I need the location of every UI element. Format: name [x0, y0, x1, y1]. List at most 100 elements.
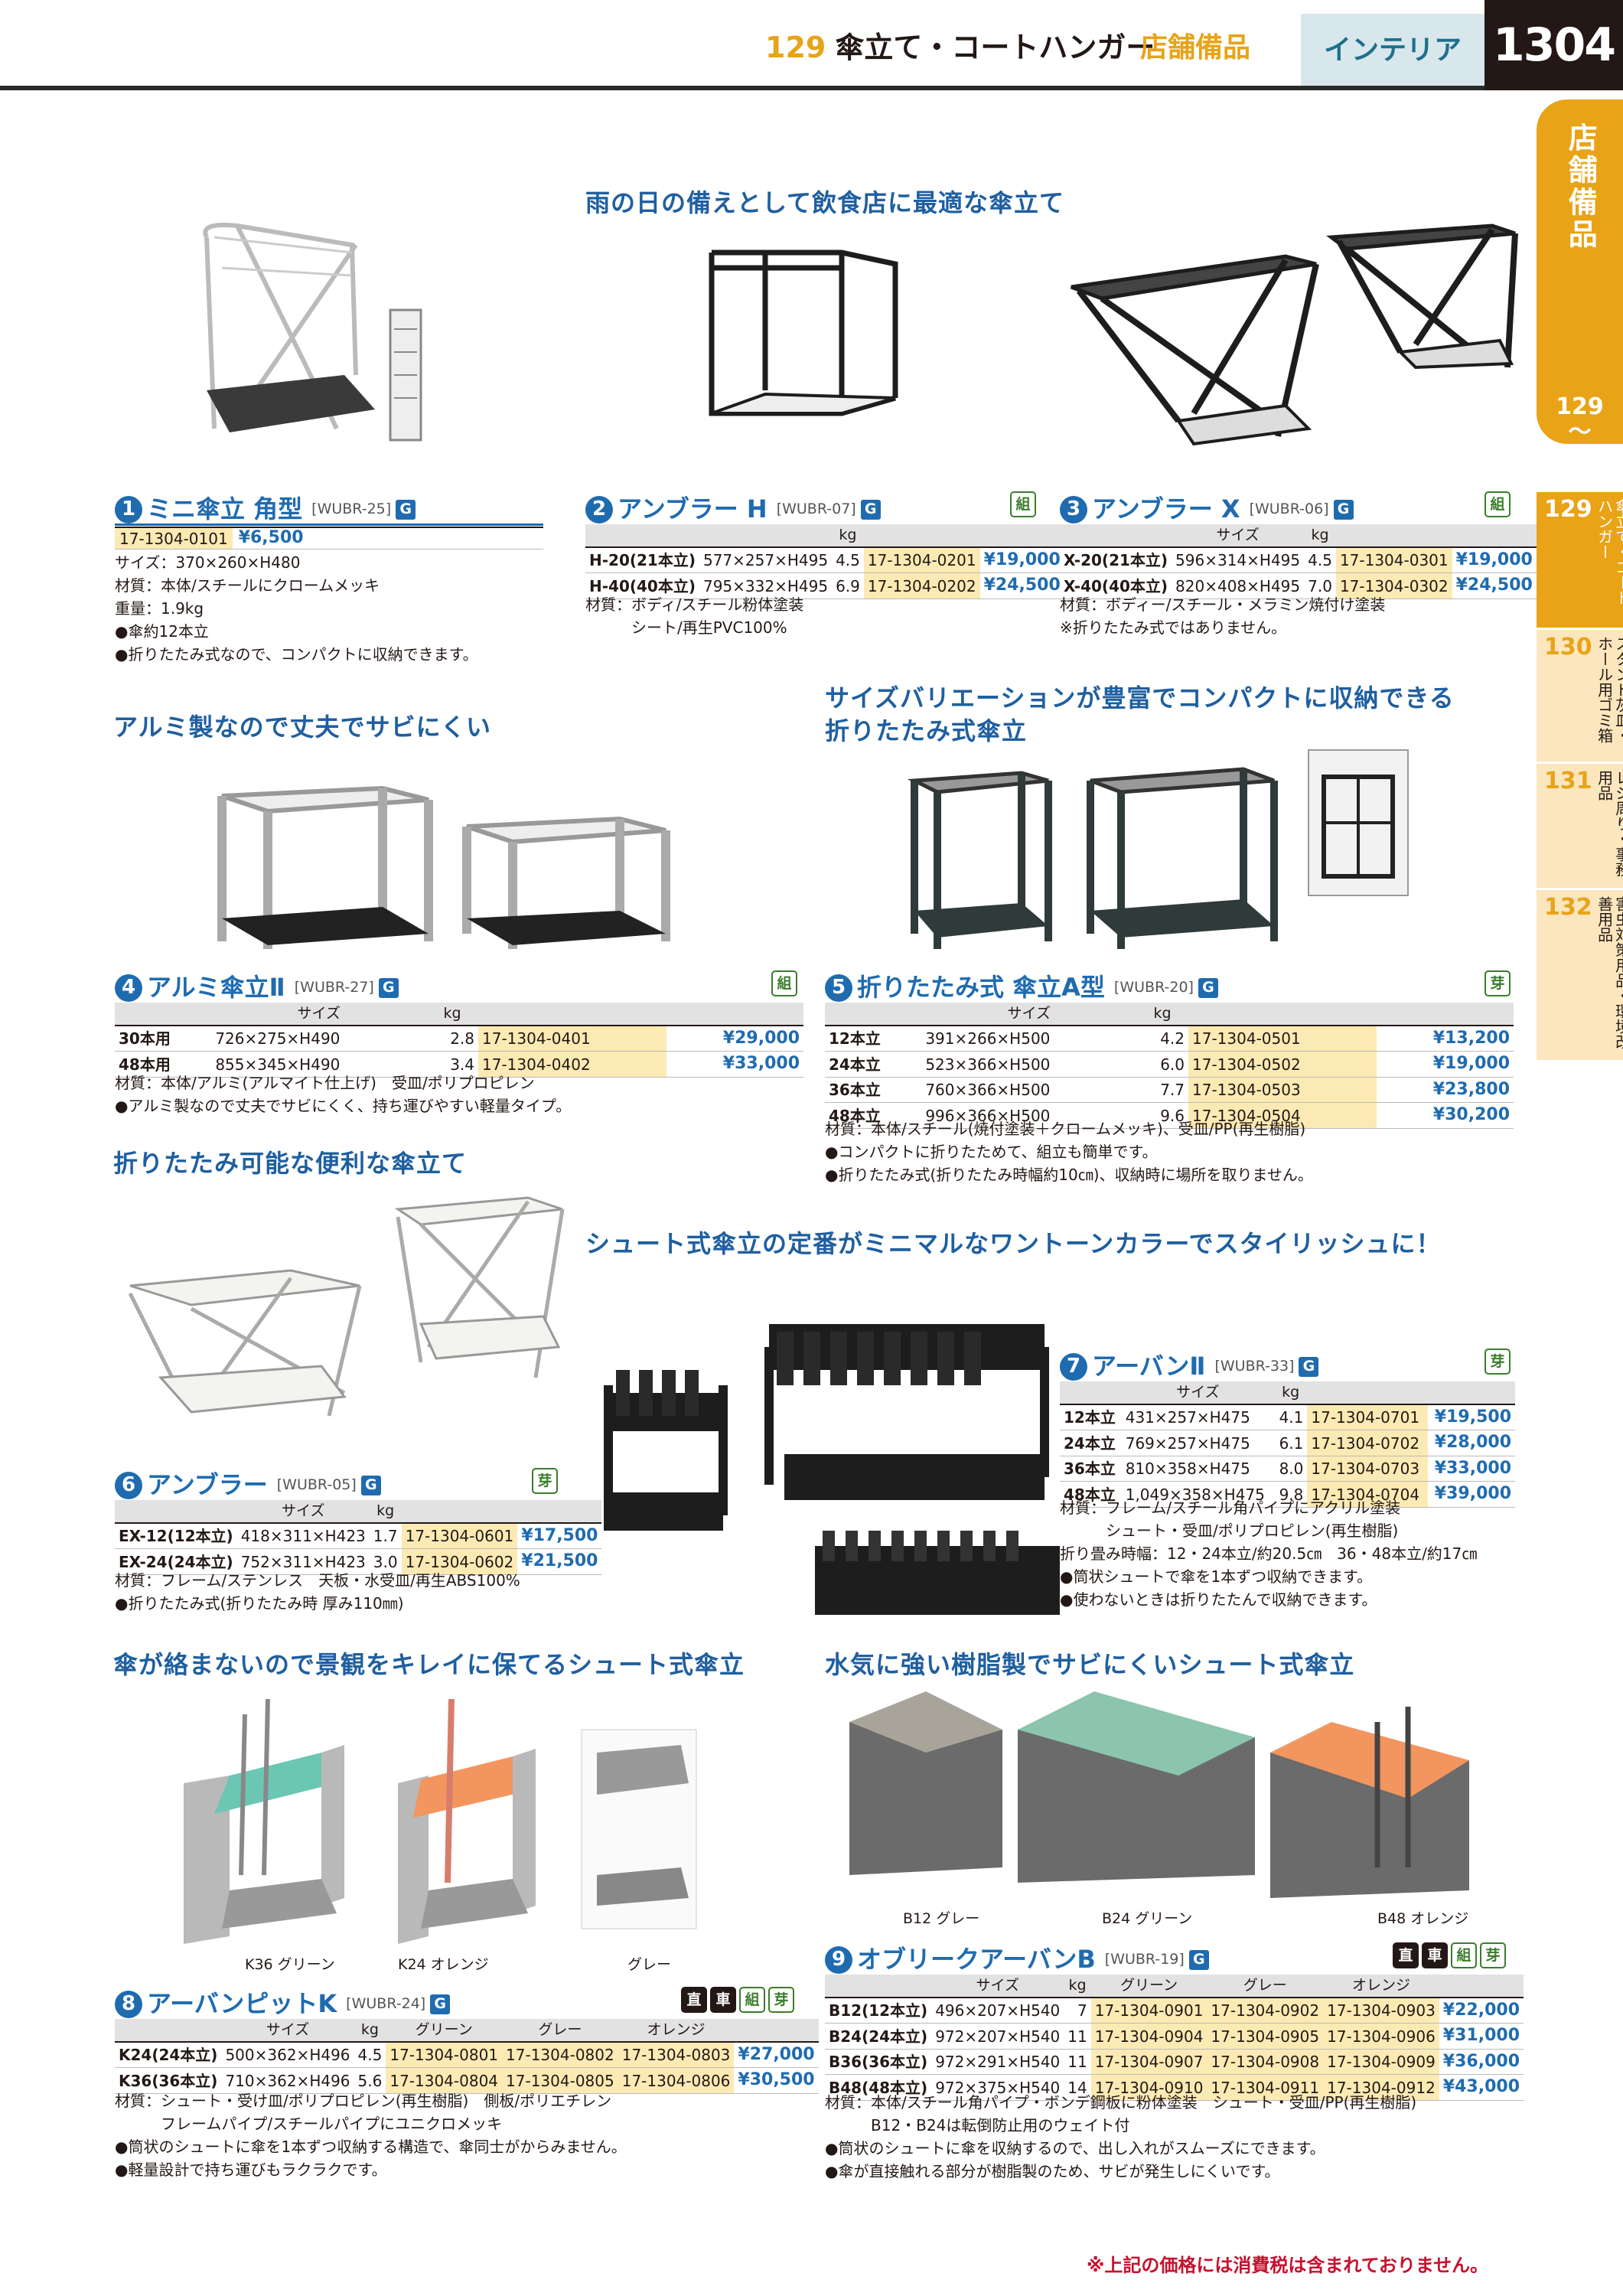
table-cell: 820×408×H495 — [1175, 576, 1301, 595]
table-cell: 7.7 — [1160, 1081, 1185, 1100]
table-cell: 795×332×H495 — [702, 576, 829, 595]
table-cell: 710×362×H496 — [225, 2071, 350, 2090]
truck-icon: 車 — [1422, 1942, 1448, 1968]
side-item-130[interactable]: 130 スタンド灰皿・ホール用ゴミ箱 — [1537, 628, 1623, 762]
table-cell: ¥28,000 — [1434, 1433, 1511, 1453]
product-name: アンブラー X — [1092, 494, 1240, 523]
table-header-cell — [1188, 1003, 1377, 1026]
product-code: [WUBR-06] — [1249, 501, 1329, 518]
headline-chute-minimal: シュート式傘立の定番がミニマルなワントーンカラーでスタイリッシュに！ — [585, 1229, 1442, 1258]
table-header-cell: kg — [443, 1005, 461, 1022]
table-cell: 972×291×H540 — [935, 2053, 1061, 2072]
table-cell: 760×366×H500 — [925, 1081, 1051, 1100]
side-item-label: スタンド灰皿・ホール用ゴミ箱 — [1595, 636, 1623, 743]
table-cell: 17-1304-0902 — [1207, 1997, 1324, 2024]
product-number-badge: 9 — [825, 1945, 852, 1974]
product-description-6: 材質：フレーム/ステンレス 天板・水受皿/再生ABS100% ●折りたたみ式(折… — [115, 1571, 520, 1613]
table-cell: 523×366×H500 — [925, 1055, 1051, 1074]
table-cell: K24(24本立) — [119, 2045, 218, 2064]
side-range-bottom: 132 — [1556, 444, 1604, 471]
product-title-4: 4 アルミ傘立Ⅱ [WUBR-27] G — [115, 972, 399, 1004]
table-cell: ¥19,000 — [1432, 1054, 1510, 1074]
icon-group-9: 直 車 組 芽 — [1393, 1942, 1506, 1968]
table-header-cell — [1060, 524, 1172, 547]
header-tab-store[interactable]: 店舗備品 — [1140, 32, 1251, 64]
table-cell: K36(36本立) — [119, 2071, 218, 2090]
side-item-number: 129 — [1544, 496, 1592, 523]
table-cell: 17-1304-0910 — [1090, 2074, 1207, 2101]
table-cell: 17-1304-0602 — [401, 1548, 518, 1575]
table-cell: 17-1304-0501 — [1188, 1025, 1377, 1052]
product-title-6: 6 アンブラー [WUBR-05] G — [115, 1469, 381, 1502]
table-cell: 48本立 — [829, 1106, 881, 1125]
table-cell: 17-1304-0903 — [1323, 1997, 1439, 2024]
product-code: [WUBR-19] — [1104, 1951, 1185, 1968]
table-cell: 5.6 — [357, 2071, 383, 2090]
table-cell: X-40(40本立) — [1064, 576, 1168, 595]
product-name: アンブラー H — [618, 494, 768, 523]
table-header-cell — [734, 2019, 818, 2042]
side-item-number: 130 — [1544, 634, 1592, 660]
caption-k24: K24 オレンジ — [398, 1956, 489, 1973]
icon-group-3: 組 — [1484, 491, 1511, 517]
table-cell: ¥19,000 — [983, 550, 1061, 569]
table-cell: ¥21,500 — [521, 1551, 598, 1571]
assembly-icon: 組 — [1484, 491, 1511, 517]
product-number-badge: 7 — [1060, 1352, 1087, 1381]
side-index-main[interactable]: 店舗備品 — [1537, 99, 1623, 444]
table-cell: 17-1304-0202 — [863, 572, 980, 599]
title-rule — [115, 523, 543, 526]
table-header-cell — [585, 524, 699, 547]
table-cell: 36本立 — [829, 1081, 881, 1100]
table-cell: 17-1304-0805 — [502, 2067, 618, 2094]
table-cell: ¥24,500 — [983, 576, 1061, 595]
headline-folding: 折りたたみ式傘立 — [825, 716, 1028, 745]
headline-resin: 水気に強い樹脂製でサビにくいシュート式傘立 — [825, 1650, 1355, 1679]
item-price: ¥6,500 — [238, 528, 304, 548]
product-title-3: 3 アンブラー X [WUBR-06] G — [1060, 494, 1354, 526]
table-cell: 4.1 — [1279, 1407, 1304, 1427]
product-name: ミニ傘立 角型 — [147, 494, 303, 523]
table-cell: ¥27,000 — [738, 2044, 815, 2064]
table-header-cell: kg — [839, 527, 857, 543]
table-cell: 17-1304-0801 — [386, 2041, 503, 2068]
header-tab-interior[interactable]: インテリア — [1301, 14, 1484, 87]
table-header-cell: サイズ — [282, 1502, 325, 1519]
eco-icon: 芽 — [768, 1987, 794, 2013]
table-header-cell: kg — [376, 1502, 395, 1519]
table-header-cell — [666, 1003, 803, 1026]
table-cell: 726×275×H490 — [215, 1029, 341, 1048]
table-header-cell: サイズ — [266, 2021, 310, 2038]
table-header-cell — [1428, 1381, 1515, 1404]
side-index-main-label: 店舗備品 — [1563, 122, 1598, 251]
table-cell: ¥19,500 — [1434, 1407, 1511, 1427]
table-cell: ¥24,500 — [1455, 576, 1533, 595]
direct-ship-icon: 直 — [681, 1987, 707, 2013]
table-cell: 17-1304-0912 — [1323, 2074, 1439, 2101]
table-header-cell: サイズ — [1007, 1005, 1051, 1022]
table-header-cell: サイズ — [976, 1977, 1019, 1994]
side-item-131[interactable]: 131 レジ周り・事務用品 — [1537, 762, 1623, 888]
product-code: [WUBR-27] — [294, 979, 374, 996]
table-cell: ¥36,000 — [1442, 2051, 1520, 2071]
table-header-cell: kg — [1068, 1977, 1087, 1994]
table-cell: H-20(21本立) — [589, 550, 696, 569]
table-cell: 17-1304-0703 — [1307, 1456, 1428, 1482]
side-item-number: 131 — [1544, 768, 1592, 794]
table-cell: 769×257×H475 — [1125, 1433, 1250, 1453]
side-item-129[interactable]: 129 傘立て・コートハンガー — [1537, 490, 1623, 628]
table-header-cell: オレンジ — [647, 2021, 706, 2038]
table-cell: ¥31,000 — [1442, 2026, 1520, 2046]
product-code: [WUBR-05] — [276, 1476, 357, 1494]
side-item-132[interactable]: 132 害虫対策用品・環境改善用品 — [1537, 888, 1623, 1060]
product-code: [WUBR-20] — [1113, 979, 1194, 996]
table-cell: 17-1304-0402 — [478, 1051, 667, 1078]
